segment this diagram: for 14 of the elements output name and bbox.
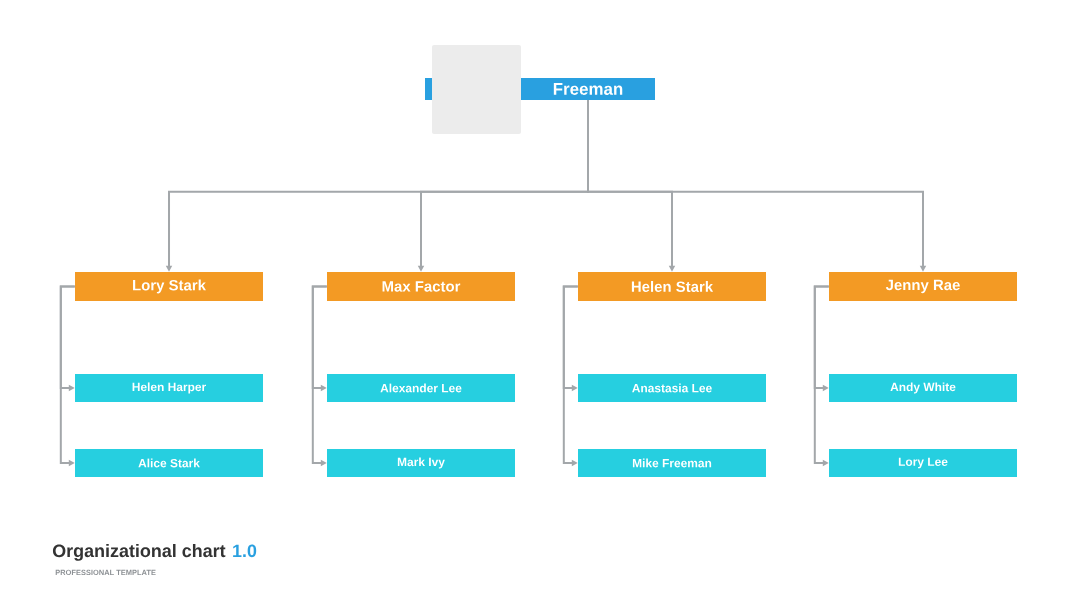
title: Organizational chart xyxy=(52,544,226,561)
manager-bar: Jenny Rae xyxy=(829,272,1017,301)
employee-bar: Andy White xyxy=(829,374,1017,402)
manager-bar: Helen Stark xyxy=(578,272,766,301)
employee-bar: Alice Stark xyxy=(75,449,263,477)
employee-bar: Lory Lee xyxy=(829,449,1017,477)
manager-bar: Max Factor xyxy=(327,272,515,301)
version-number: 1.0 xyxy=(233,544,257,558)
employee-bar: Helen Harper xyxy=(75,374,263,402)
employee-bar: Mike Freeman xyxy=(578,449,766,477)
employee-bar: Anastasia Lee xyxy=(578,374,766,402)
employee-bar: Mark Ivy xyxy=(327,449,515,477)
manager-bar: Lory Stark xyxy=(75,272,263,301)
employee-bar: Alexander Lee xyxy=(327,374,515,402)
